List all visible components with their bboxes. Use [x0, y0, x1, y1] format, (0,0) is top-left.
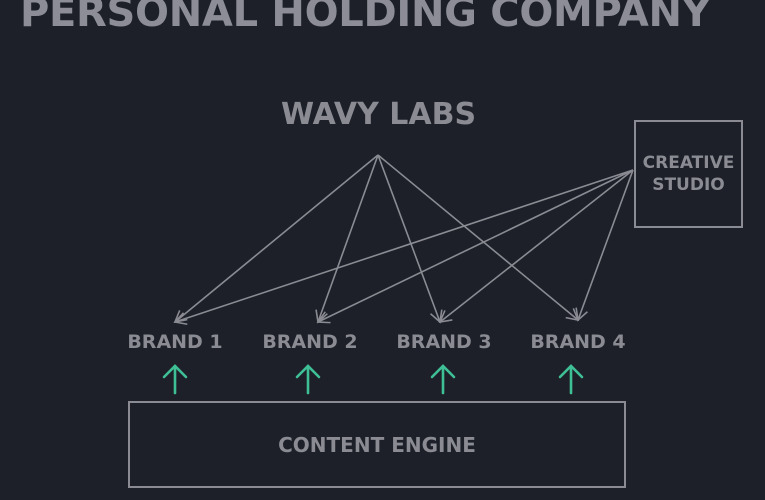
brand-2-label: BRAND 2 [262, 331, 358, 353]
wavy-to-brand4-arrow [377, 154, 580, 322]
page-title: PERSONAL HOLDING COMPANY [20, 0, 711, 36]
brand-3-label: BRAND 3 [396, 331, 492, 353]
wavy-to-brand2-arrow [315, 154, 379, 324]
up-arrow-icon [430, 364, 456, 395]
studio-to-brand4-arrow [575, 169, 634, 322]
up-arrow-icon [162, 364, 188, 395]
up-arrow-icon [558, 364, 584, 395]
studio-to-brand3-arrow [438, 169, 634, 324]
content-engine-box: CONTENT ENGINE [128, 401, 626, 488]
up-arrow-icon [295, 364, 321, 395]
studio-to-brand1-arrow [173, 169, 634, 326]
wavy-labs-label: WAVY LABS [280, 97, 477, 132]
wavy-to-brand1-arrow [173, 154, 379, 324]
brand-1-label: BRAND 1 [127, 331, 223, 353]
content-engine-label: CONTENT ENGINE [278, 432, 476, 457]
wavy-to-brand3-arrow [377, 154, 443, 324]
brand-4-label: BRAND 4 [530, 331, 626, 353]
studio-to-brand2-arrow [316, 169, 634, 324]
studio-line2: STUDIO [652, 175, 725, 195]
studio-line1: CREATIVE [642, 153, 735, 173]
